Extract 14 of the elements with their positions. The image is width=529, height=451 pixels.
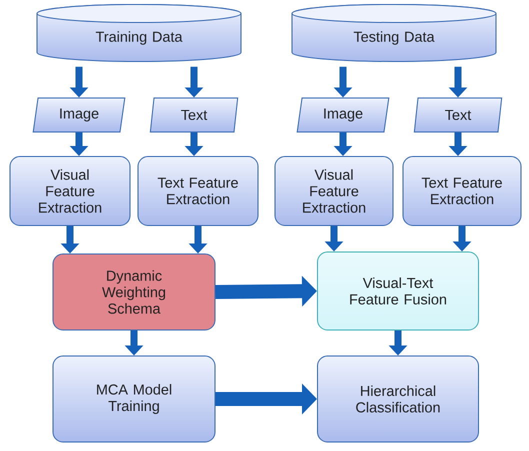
process-box: Visual Feature Extraction bbox=[10, 156, 130, 226]
process-box: Dynamic Weighting Schema bbox=[52, 254, 216, 330]
input-parallelogram: Image bbox=[296, 98, 390, 132]
database-cylinder: Testing Data bbox=[292, 4, 496, 62]
input-parallelogram: Text bbox=[414, 98, 502, 132]
process-box: Visual Feature Extraction bbox=[274, 156, 394, 226]
process-box: Hierarchical Classification bbox=[317, 356, 479, 442]
input-parallelogram: Image bbox=[32, 98, 126, 132]
input-parallelogram: Text bbox=[150, 98, 238, 132]
process-box: MCA Model Training bbox=[52, 356, 216, 442]
database-cylinder: Training Data bbox=[36, 4, 242, 62]
process-box: Visual-Text Feature Fusion bbox=[317, 252, 479, 330]
process-box: Text Feature Extraction bbox=[402, 156, 522, 226]
process-box: Text Feature Extraction bbox=[138, 156, 258, 226]
